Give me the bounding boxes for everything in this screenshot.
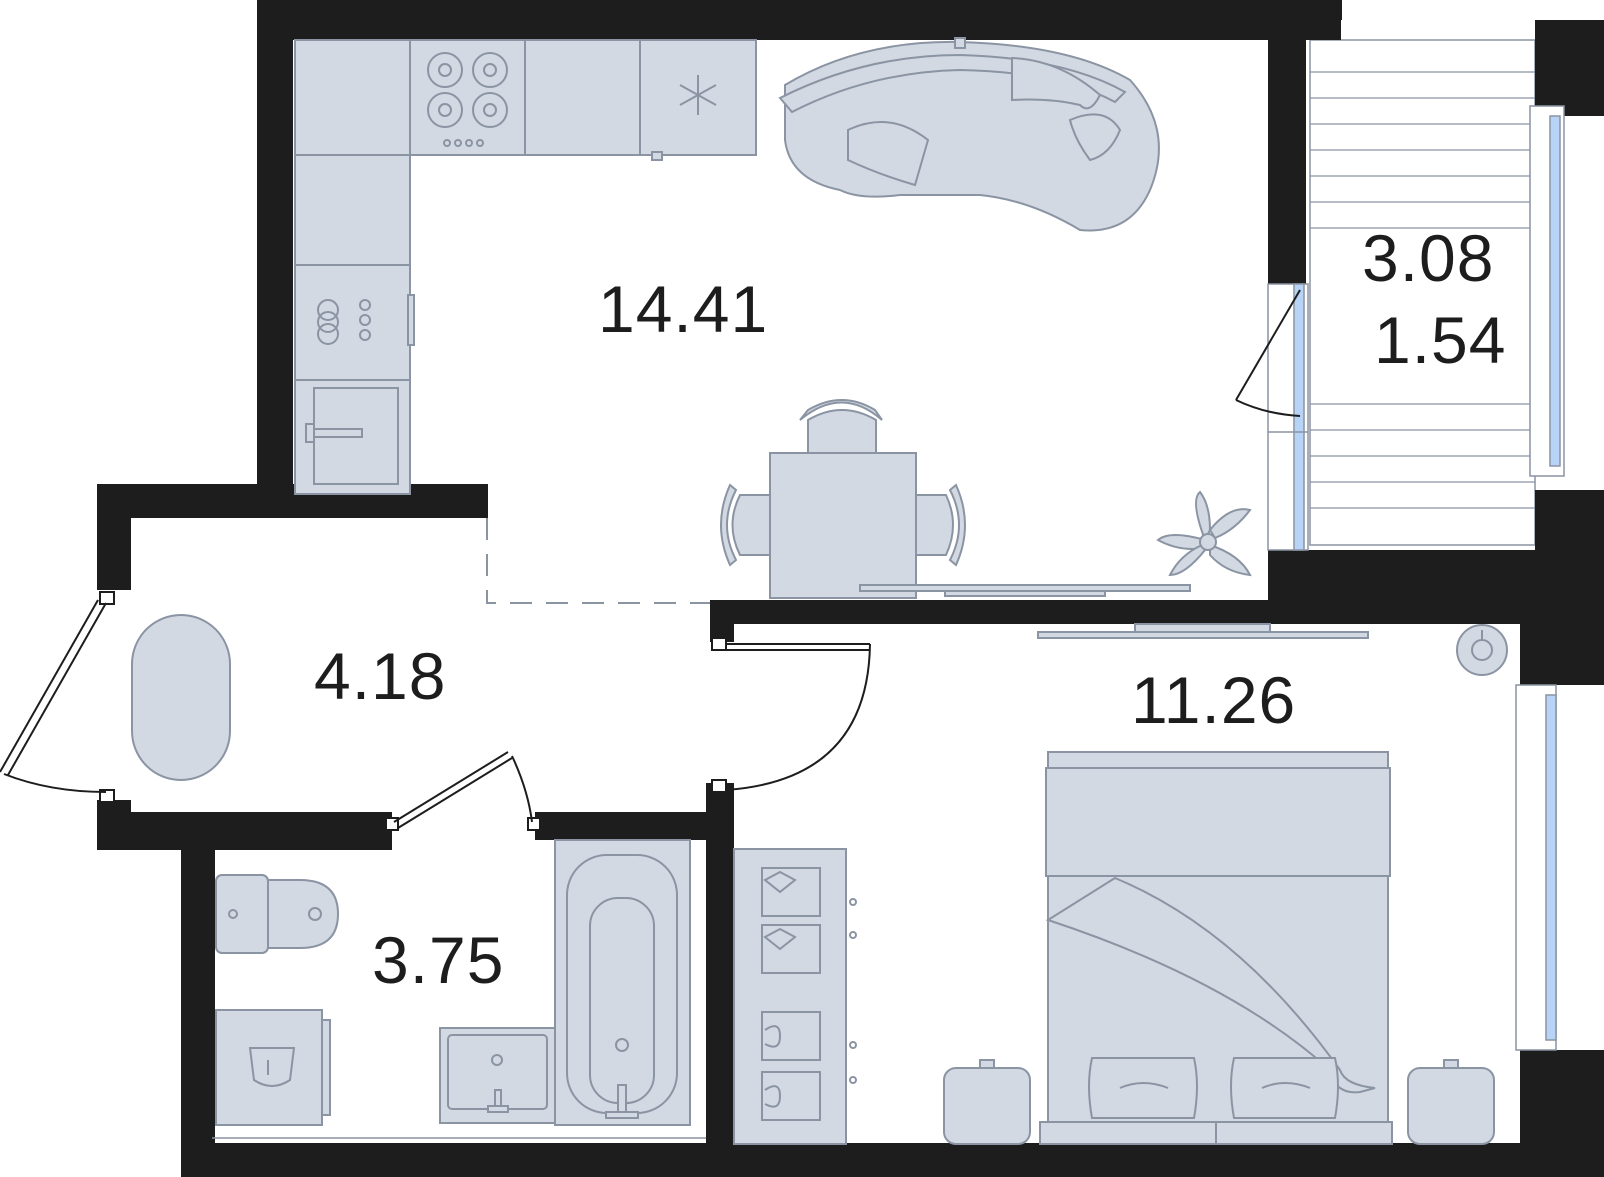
washing-machine-icon — [317, 294, 415, 346]
sink-icon — [305, 387, 399, 485]
washbasin-icon — [439, 1027, 556, 1124]
tv-console-icon — [859, 584, 1191, 597]
hallway-area-label: 4.18 — [314, 639, 446, 713]
chair-icon — [720, 399, 966, 567]
dining-table-icon — [769, 452, 917, 599]
balcony-area-label: 3.08 — [1362, 221, 1494, 295]
bathroom-area-label: 3.75 — [372, 923, 504, 997]
bed-icon — [1039, 751, 1393, 1145]
sofa-icon — [778, 37, 1160, 232]
plant-icon — [1156, 490, 1252, 577]
robot-vacuum-icon — [1456, 624, 1508, 676]
wardrobe-icon — [733, 848, 857, 1145]
bedroom-area-label: 11.26 — [1131, 663, 1296, 737]
rug-icon — [131, 614, 231, 781]
windows — [1267, 105, 1565, 1051]
balcony-area-secondary-label: 1.54 — [1374, 303, 1506, 377]
kitchen-living-area-label: 14.41 — [598, 272, 768, 346]
bathtub-icon — [554, 839, 691, 1126]
doors — [0, 289, 1301, 831]
walls — [97, 0, 1604, 1177]
balcony-floor — [1309, 39, 1536, 546]
stove-icon — [427, 52, 508, 147]
washer-icon — [215, 1009, 331, 1126]
fridge-icon — [651, 75, 717, 161]
tv-icon — [1037, 623, 1369, 639]
toilet-icon — [215, 874, 340, 954]
nightstand-icon — [943, 1059, 1495, 1145]
zone-boundary — [486, 518, 710, 604]
